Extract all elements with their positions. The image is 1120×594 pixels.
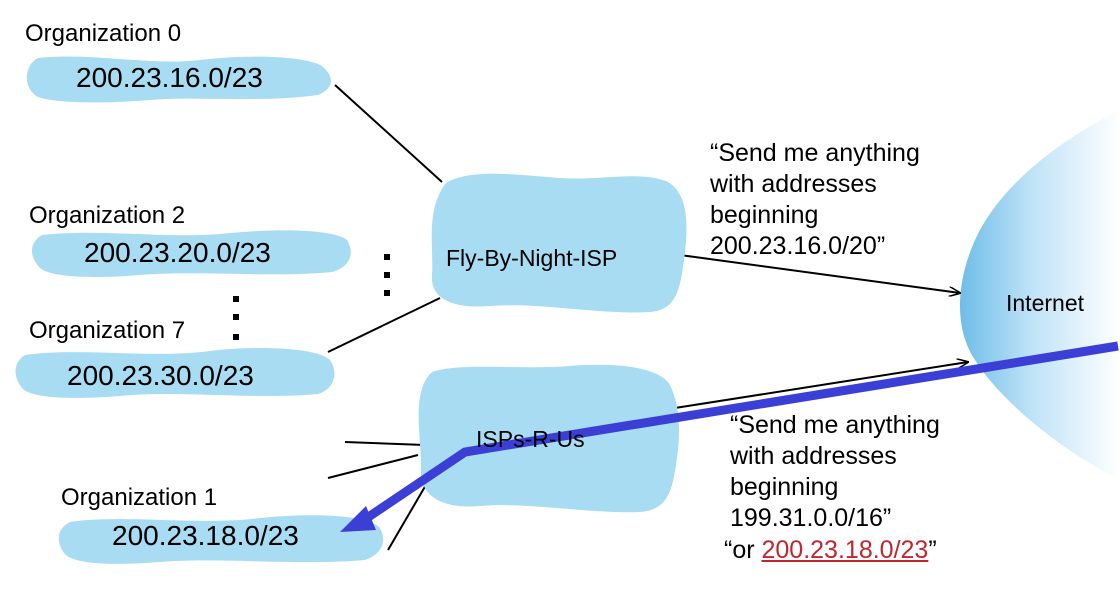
org0-prefix: 200.23.16.0/23 — [76, 62, 263, 93]
isps-r-us-announcement-extra: “or 200.23.18.0/23” — [724, 535, 937, 566]
org0-cloud — [26, 56, 331, 103]
link-isps-stub-1 — [344, 441, 426, 446]
isps-r-us-announcement: “Send me anything with addresses beginni… — [730, 411, 940, 532]
isps-to-internet-arrow — [674, 362, 968, 409]
org7-prefix: 200.23.30.0/23 — [67, 360, 254, 391]
internet-label: Internet — [1006, 290, 1084, 316]
link-isps-stub-3 — [387, 477, 431, 551]
ellipsis-dots-top — [384, 254, 390, 296]
org7-cloud — [15, 348, 335, 398]
link-org7-flybynight — [327, 297, 441, 353]
org1-route-arrow — [355, 341, 1119, 528]
flybynight-announcement: “Send me anything with addresses beginni… — [710, 139, 920, 260]
org1-route-arrowhead — [340, 506, 376, 532]
org7-title: Organization 7 — [29, 317, 186, 344]
close-quote-text: ” — [928, 536, 937, 564]
org2-prefix: 200.23.20.0/23 — [84, 237, 271, 268]
flybynight-to-internet-arrow — [679, 254, 960, 293]
link-isps-stub-2 — [327, 454, 419, 479]
org0-title: Organization 0 — [25, 20, 182, 47]
link-org0-flybynight — [334, 84, 443, 183]
org1-title: Organization 1 — [61, 484, 218, 511]
internet-cloud — [960, 110, 1120, 480]
ellipsis-dots-left — [233, 296, 239, 340]
or-prefix-text: “or — [724, 536, 762, 564]
org2-cloud — [31, 230, 351, 277]
org2-title: Organization 2 — [29, 202, 186, 229]
org1-highlighted-prefix: 200.23.18.0/23 — [761, 536, 929, 564]
org1-prefix: 200.23.18.0/23 — [112, 520, 299, 551]
flybynight-cloud — [431, 173, 687, 313]
org1-cloud — [58, 515, 384, 564]
flybynight-label: Fly-By-Night-ISP — [446, 245, 618, 271]
isps-r-us-label: ISPs-R-Us — [476, 426, 585, 452]
